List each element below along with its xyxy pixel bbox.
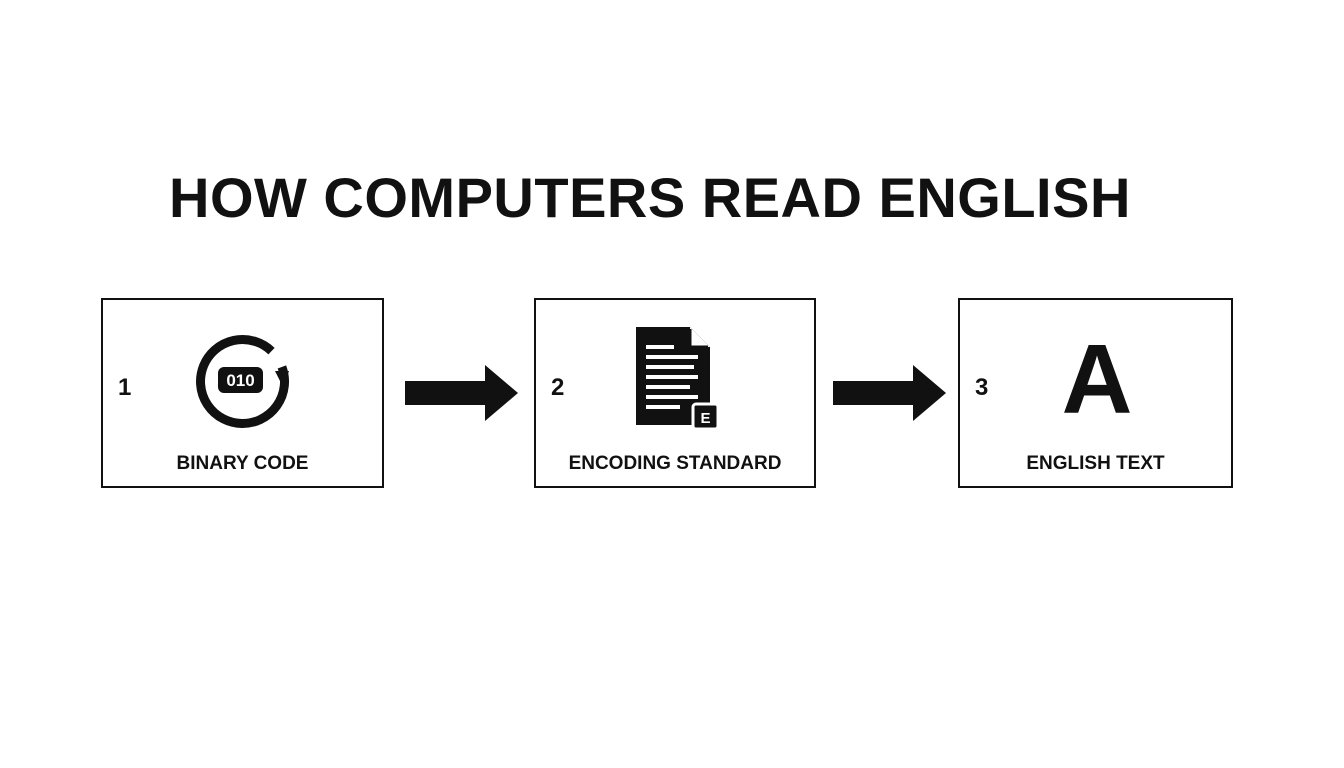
right-arrow-icon	[833, 365, 946, 421]
document-icon: E	[636, 327, 720, 431]
step-binary-code: 1 010 BINARY CODE	[101, 298, 384, 488]
diagram-title: HOW COMPUTERS READ ENGLISH	[169, 166, 1131, 229]
step-number: 3	[975, 374, 989, 401]
right-arrow-icon	[405, 365, 518, 421]
step-number: 2	[551, 374, 565, 401]
step-label: ENGLISH TEXT	[1026, 453, 1165, 474]
step-english-text: 3 A ENGLISH TEXT	[958, 298, 1233, 488]
step-label: ENCODING STANDARD	[568, 453, 782, 474]
step-label: BINARY CODE	[176, 453, 309, 474]
letter-a-icon: A	[1061, 324, 1133, 434]
encoding-badge-letter: E	[700, 410, 710, 427]
step-encoding-standard: 2 E ENCODING STANDARD	[534, 298, 816, 488]
step-number: 1	[118, 374, 132, 401]
binary-digits: 010	[226, 371, 254, 390]
binary-cycle-icon: 010	[196, 335, 290, 428]
